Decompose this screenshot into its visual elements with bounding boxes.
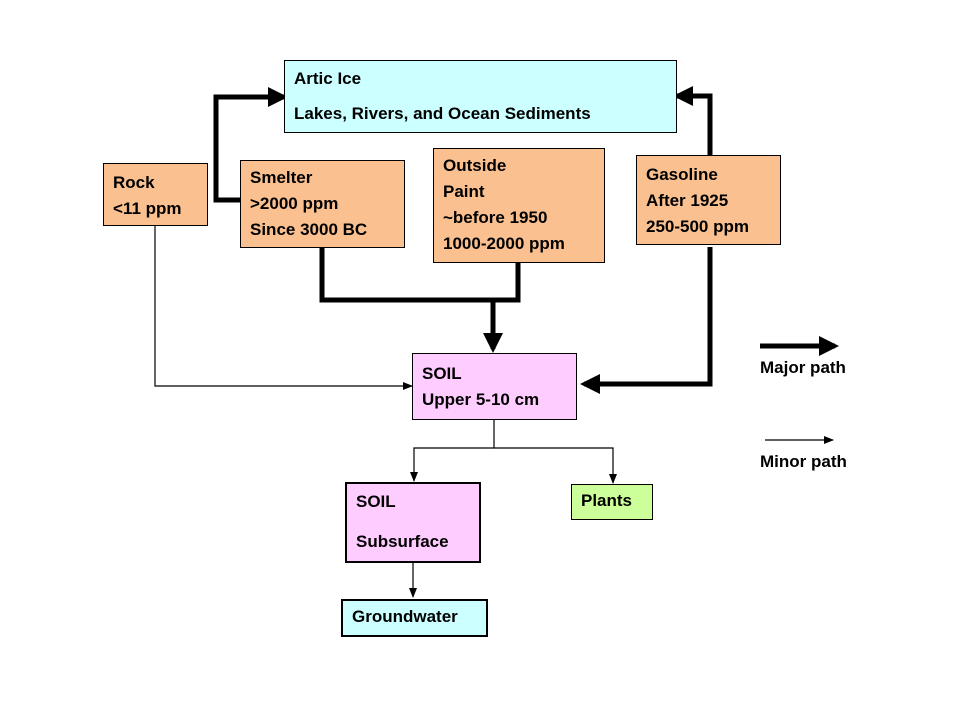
node-rock-line-2: <11 ppm: [113, 199, 182, 218]
node-soil-subsurface: SOIL Subsurface: [345, 482, 481, 563]
node-soil-sub-line-2: Subsurface: [356, 532, 449, 551]
legend-major-label: Major path: [760, 358, 846, 377]
edge-smelter-to-soil: [319, 247, 493, 303]
node-soil-upper: SOIL Upper 5-10 cm: [412, 353, 577, 420]
node-smelter: Smelter >2000 ppm Since 3000 BC: [240, 160, 405, 248]
node-paint-line-1: Outside: [443, 156, 507, 175]
node-smelter-line-2: Since 3000 BC: [250, 220, 368, 239]
edge-soil-to-subsurface: [410, 420, 495, 482]
node-arctic-line-1: Artic Ice: [294, 69, 362, 88]
node-groundwater-label: Groundwater: [352, 607, 458, 626]
edge-soil-to-plants: [494, 447, 617, 484]
edge-gasoline-to-soil: [580, 247, 713, 394]
node-outside-paint: Outside Paint ~before 1950 1000-2000 ppm: [433, 148, 605, 263]
node-arctic-line-2: Lakes, Rivers, and Ocean Sediments: [294, 104, 591, 123]
node-gasoline-line-2: After 1925: [646, 191, 729, 210]
node-arctic-ice: Artic Ice Lakes, Rivers, and Ocean Sedim…: [284, 60, 677, 133]
node-gasoline-line-3: 250-500 ppm: [646, 217, 749, 236]
node-smelter-line-1: >2000 ppm: [250, 194, 339, 213]
node-gasoline-line-1: Gasoline: [646, 165, 718, 184]
node-groundwater: Groundwater: [341, 599, 488, 637]
node-gasoline: Gasoline After 1925 250-500 ppm: [636, 155, 781, 245]
node-soil-upper-line-2: Upper 5-10 cm: [422, 390, 540, 409]
node-rock-line-1: Rock: [113, 173, 155, 192]
node-rock: Rock <11 ppm: [103, 163, 208, 226]
node-plants: Plants: [571, 484, 653, 520]
edge-paint-to-soil-segment: [493, 262, 521, 303]
edge-gasoline-to-arctic: [673, 86, 713, 157]
node-soil-upper-line-1: SOIL: [422, 364, 462, 383]
legend-minor-label: Minor path: [760, 452, 847, 471]
node-paint-line-4: 1000-2000 ppm: [443, 234, 565, 253]
node-soil-sub-line-1: SOIL: [356, 492, 396, 511]
node-plants-label: Plants: [581, 491, 633, 510]
node-smelter-title: Smelter: [250, 168, 313, 187]
edge-smelter-to-arctic: [213, 87, 288, 203]
edge-rock-to-soil: [154, 226, 413, 390]
node-paint-line-2: Paint: [443, 182, 485, 201]
node-paint-line-3: ~before 1950: [443, 208, 548, 227]
